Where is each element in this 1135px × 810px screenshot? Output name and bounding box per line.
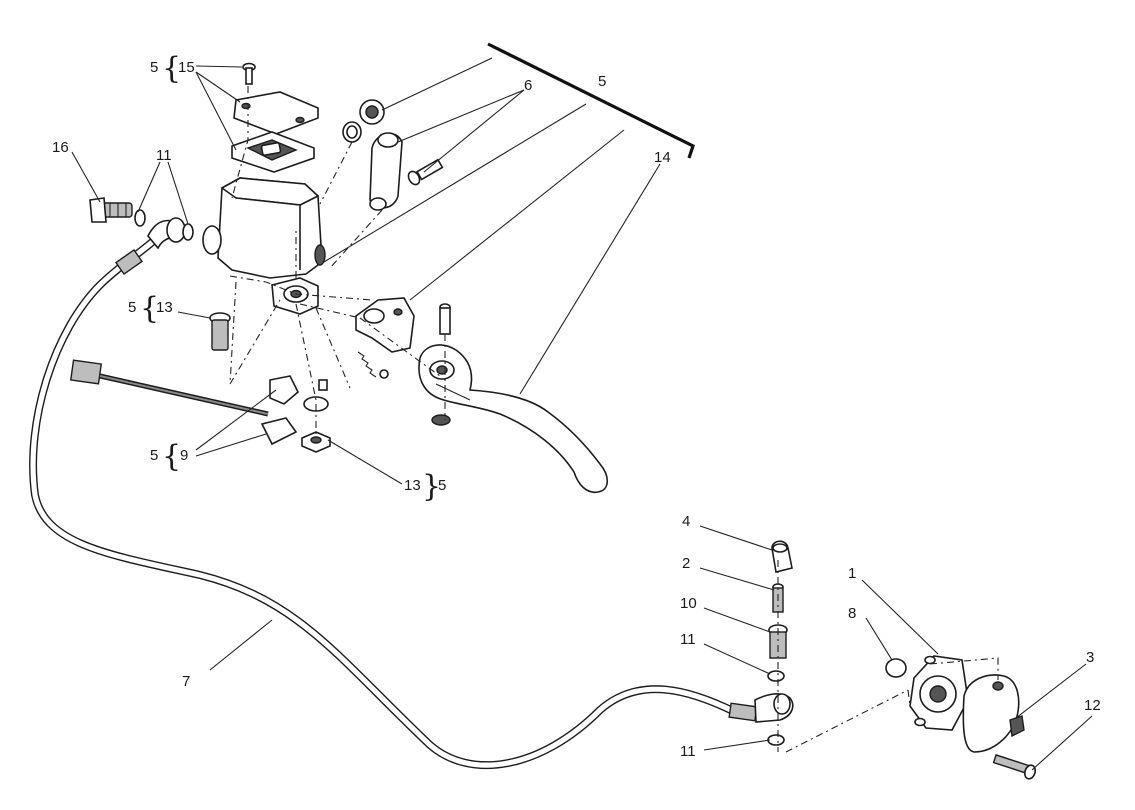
handlebar-clamp <box>369 132 444 211</box>
washer-slave-lower <box>767 734 785 746</box>
callout-9: 9 <box>180 447 188 464</box>
callout-labels: 5 { 15 16 11 6 5 14 5 { 13 5 { 9 13 } 5 … <box>52 51 1101 760</box>
slave-screw <box>992 754 1037 780</box>
callout-7: 7 <box>182 673 190 690</box>
callout-3: 3 <box>1086 649 1094 666</box>
small-pin <box>318 379 328 391</box>
slave-cylinder-body <box>909 655 969 731</box>
callout-11-mid: 11 <box>680 631 696 648</box>
callout-11-low: 11 <box>680 743 696 760</box>
clutch-hose <box>29 217 794 770</box>
clutch-switch <box>260 375 299 446</box>
slave-seal <box>885 658 907 678</box>
callout-2: 2 <box>682 555 690 572</box>
brace-open-top: { <box>162 51 181 86</box>
callout-14: 14 <box>654 149 671 166</box>
leader-lines <box>71 57 1093 771</box>
callout-6: 6 <box>524 77 532 94</box>
callout-13-top: 13 <box>156 299 173 316</box>
washer-upper-left <box>134 209 146 227</box>
washer-slave-upper <box>767 670 785 682</box>
reservoir-cap-assembly <box>231 62 319 173</box>
clutch-switch-cable <box>69 359 269 417</box>
callout-5-low: 5 <box>150 447 158 464</box>
callout-15: 15 <box>178 59 195 76</box>
callout-16: 16 <box>52 139 69 156</box>
callout-13-low: 13 <box>404 477 421 494</box>
bleeder-cap <box>771 540 793 573</box>
lever-adjuster <box>355 297 415 353</box>
clutch-lever <box>418 303 609 494</box>
callout-1: 1 <box>848 565 856 582</box>
callout-11-top: 11 <box>156 147 172 164</box>
callout-4: 4 <box>682 513 690 530</box>
brace-open-mid: { <box>140 291 159 326</box>
callout-5-right: 5 <box>438 477 446 494</box>
pivot-bolt <box>209 312 231 351</box>
callout-8: 8 <box>848 605 856 622</box>
brace-open-low: { <box>162 439 181 474</box>
callout-12: 12 <box>1084 697 1101 714</box>
lower-hose-fitting <box>728 693 794 723</box>
callout-10: 10 <box>680 595 697 612</box>
upper-hose-fitting <box>114 217 186 276</box>
cap-screw <box>242 62 256 85</box>
washer-upper-right <box>182 223 194 241</box>
assembly-lines <box>229 86 999 753</box>
lever-pivot-pin <box>439 303 451 335</box>
adjuster-spring <box>357 351 389 379</box>
bracket-group-5 <box>487 42 695 159</box>
brace-close: } <box>422 469 441 504</box>
lever-bushing <box>431 414 451 426</box>
banjo-bolt <box>89 197 133 223</box>
pivot-nut <box>301 431 331 453</box>
slave-cylinder-cover <box>962 674 1025 753</box>
clamp-bolt <box>407 158 444 186</box>
callout-5-top: 5 <box>150 59 158 76</box>
callout-5-bracket: 5 <box>598 73 606 90</box>
boot-and-orings <box>342 99 385 143</box>
master-cylinder-body <box>202 177 326 315</box>
callout-5-mid: 5 <box>128 299 136 316</box>
